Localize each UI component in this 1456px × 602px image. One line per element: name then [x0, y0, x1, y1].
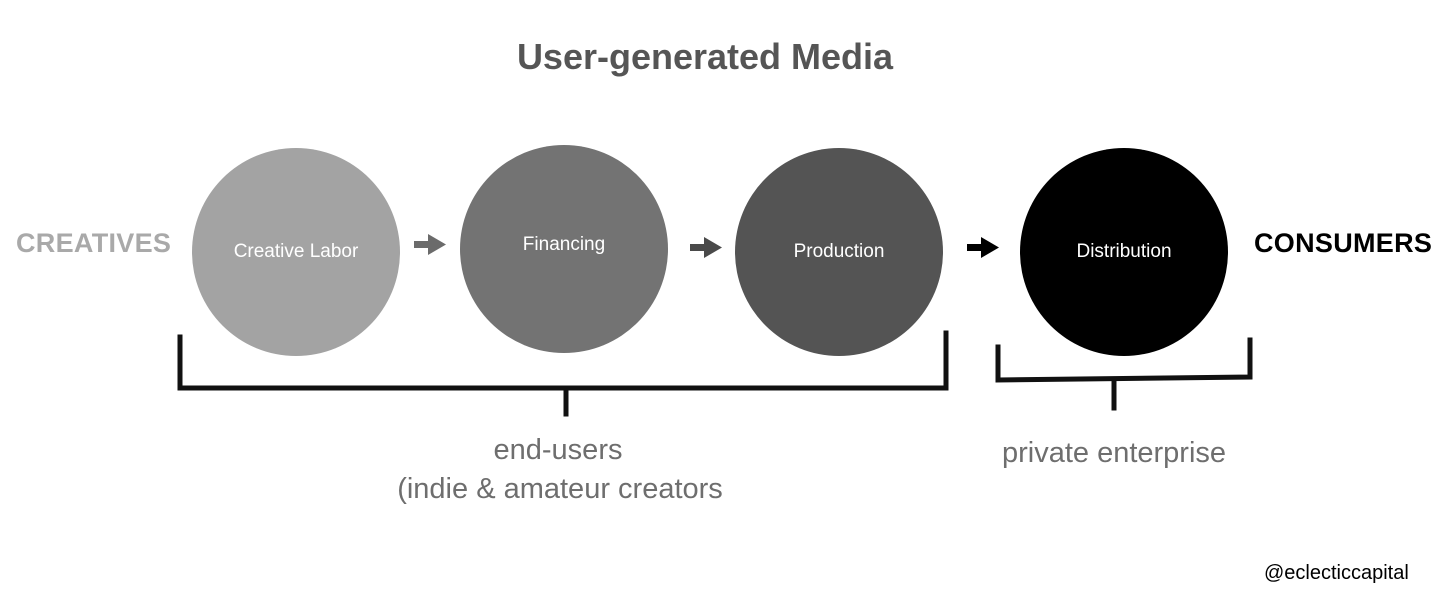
consumers-label: CONSUMERS	[1254, 228, 1433, 258]
arrow-right-icon	[967, 237, 999, 258]
end-users-caption: end-users	[493, 434, 623, 466]
diagram-title: User-generated Media	[516, 36, 894, 77]
creatives-label: CREATIVES	[16, 228, 172, 258]
arrow-right-icon	[414, 234, 446, 255]
end-users-bracket	[177, 330, 949, 417]
stage-creative-labor: Creative Labor	[192, 148, 400, 356]
stage-distribution: Distribution	[1020, 148, 1228, 356]
private-enterprise-bracket	[995, 337, 1253, 411]
stage-financing: Financing	[460, 145, 668, 353]
private-enterprise-caption: private enterprise	[1001, 437, 1227, 469]
stage-label: Financing	[522, 234, 606, 255]
social-handle: @eclecticcapital	[1264, 562, 1409, 584]
stage-label: Creative Labor	[233, 241, 359, 262]
stage-label: Distribution	[1076, 241, 1172, 262]
stage-label: Production	[793, 241, 885, 262]
stage-production: Production	[735, 148, 943, 356]
end-users-subcaption: (indie & amateur creators	[397, 473, 723, 505]
arrow-right-icon	[690, 237, 722, 258]
